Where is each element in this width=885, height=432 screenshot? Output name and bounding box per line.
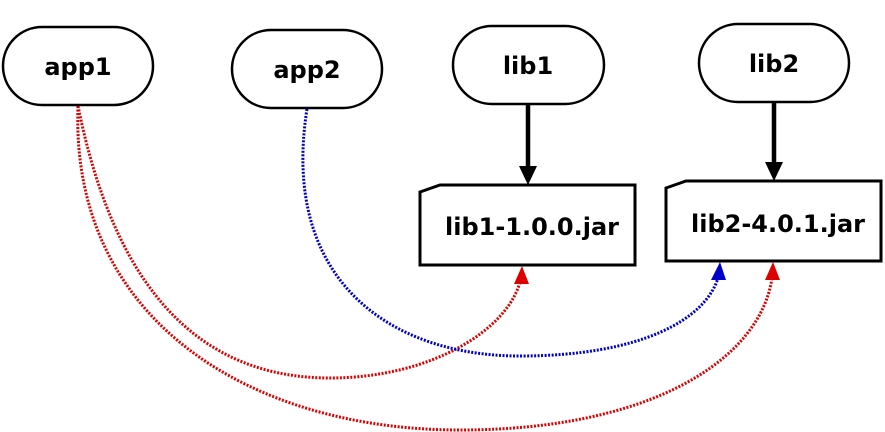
- node-app1: app1: [1, 25, 155, 107]
- edge-app1-to-lib1-jar-arrowhead: [514, 266, 529, 284]
- edge-app1-to-lib1-jar: [76, 105, 523, 380]
- node-lib2-jar-label: lib2-4.0.1.jar: [691, 210, 865, 238]
- edge-app1-to-lib2-jar: [76, 105, 774, 432]
- node-lib1: lib1: [451, 24, 606, 106]
- edge-app2-to-lib2-jar: [301, 108, 720, 358]
- edge-app2-to-lib2-jar-arrowhead: [711, 262, 726, 280]
- node-app2: app2: [230, 28, 384, 110]
- edge-app1-to-lib2-jar-arrowhead: [765, 262, 780, 280]
- node-lib2: lib2: [697, 22, 851, 104]
- node-lib1-jar-label: lib1-1.0.0.jar: [445, 213, 619, 241]
- node-lib1-jar: lib1-1.0.0.jar: [418, 183, 637, 267]
- node-lib2-jar: lib2-4.0.1.jar: [664, 179, 883, 263]
- node-lib1-label: lib1: [503, 52, 553, 80]
- edge-lib1-to-lib1-jar-arrowhead: [519, 166, 537, 185]
- node-app1-label: app1: [44, 53, 111, 81]
- edge-lib2-to-lib2-jar-arrowhead: [765, 162, 783, 181]
- node-app2-label: app2: [273, 56, 340, 84]
- node-lib2-label: lib2: [749, 50, 799, 78]
